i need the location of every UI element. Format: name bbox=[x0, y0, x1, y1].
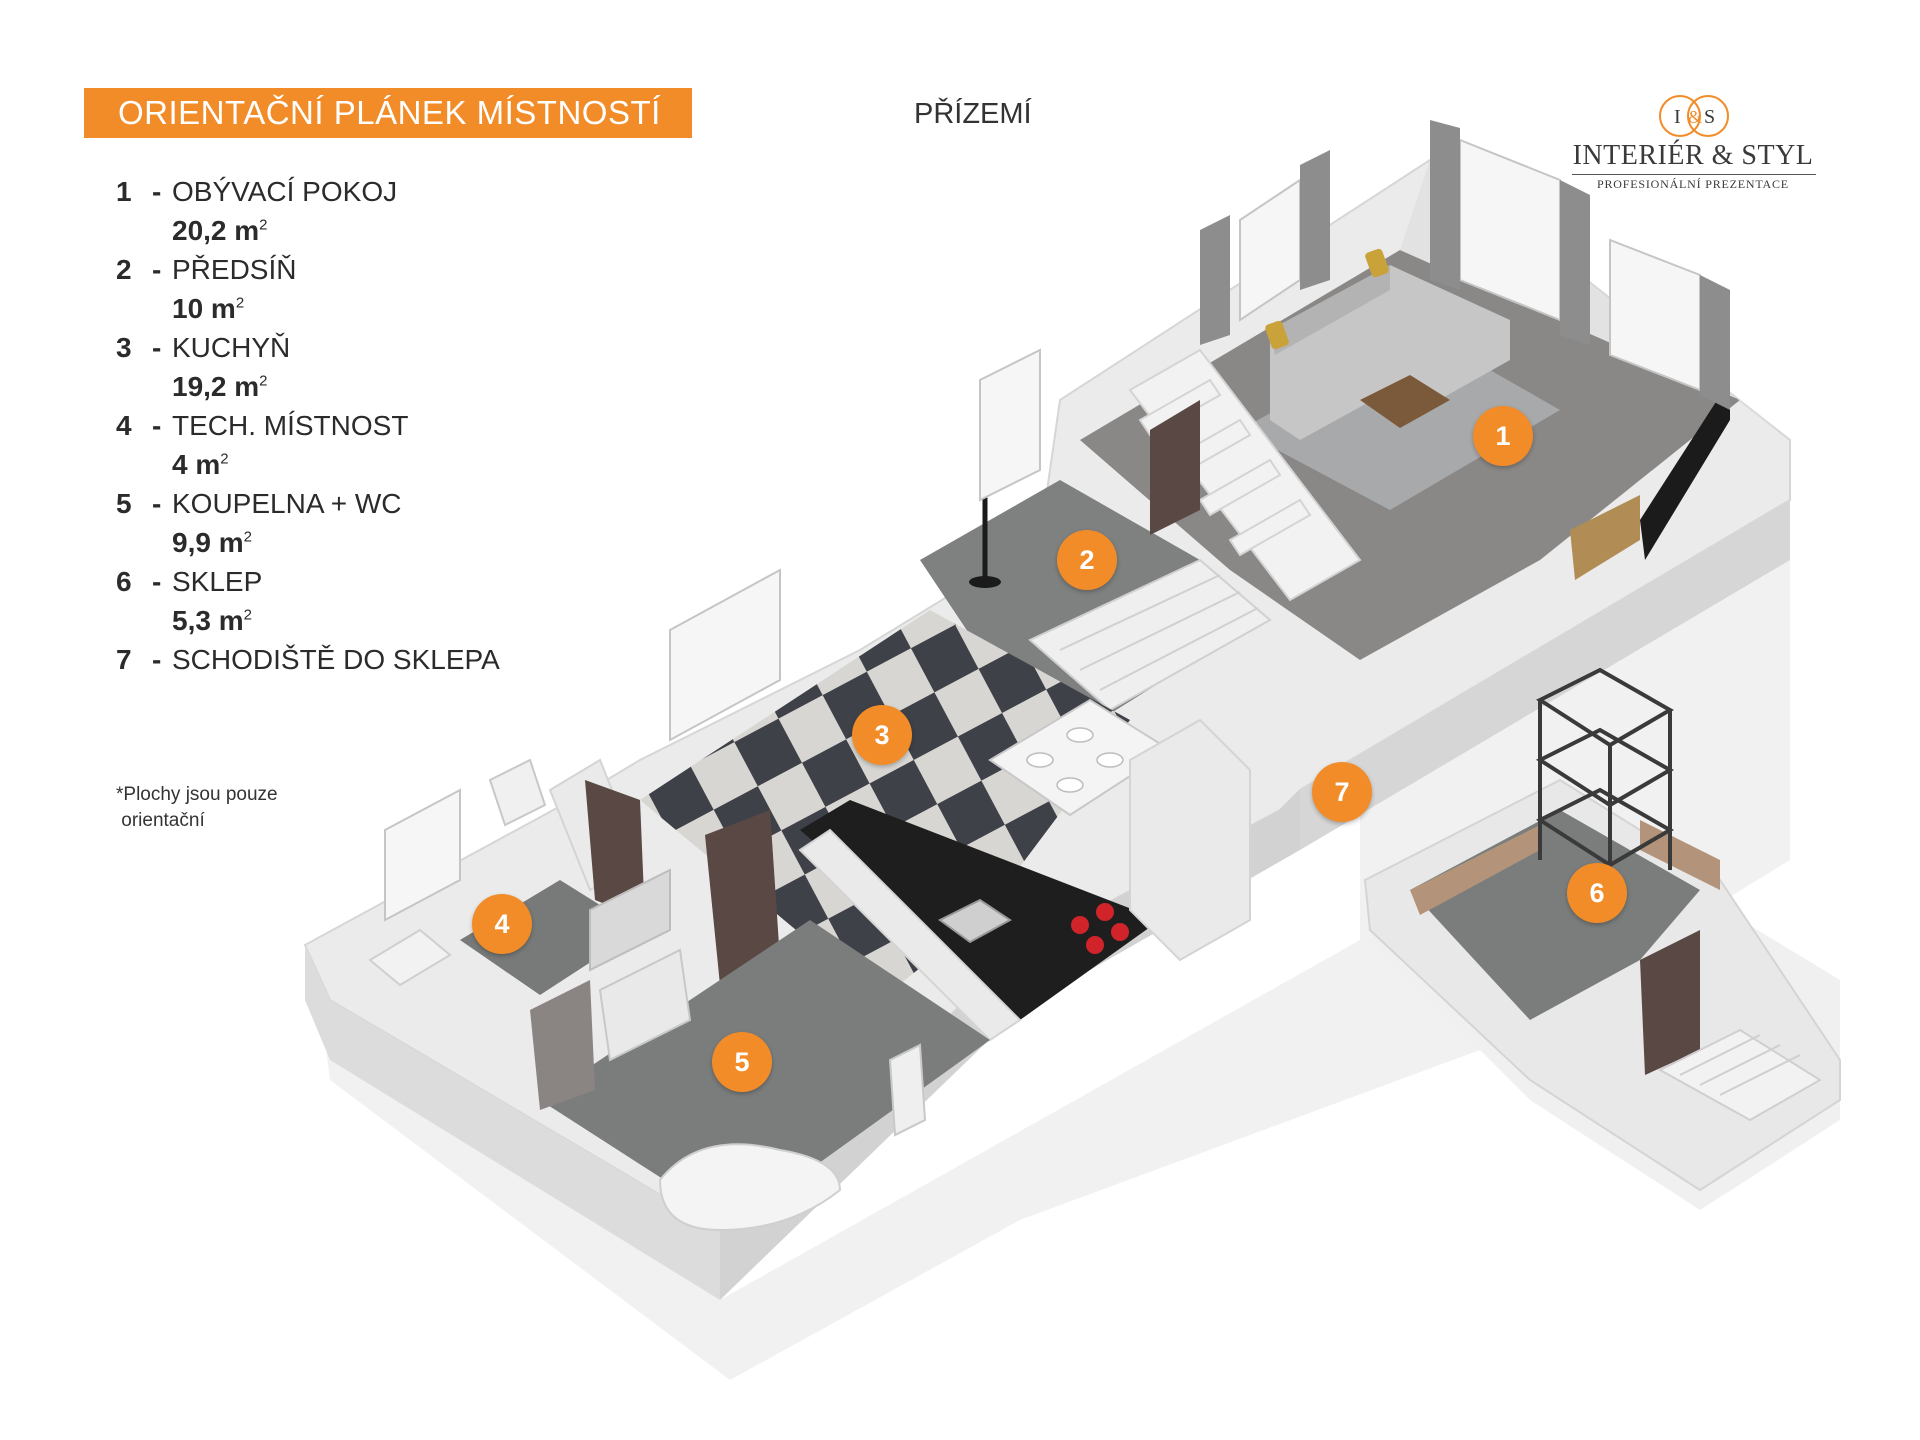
bathroom-vanity bbox=[598, 948, 692, 1062]
legend-item: 4 - TECH. MÍSTNOST 4 m2 bbox=[116, 410, 596, 488]
logo-divider bbox=[1572, 174, 1816, 175]
plates bbox=[1026, 727, 1124, 793]
legend-room-area: 19,2 m2 bbox=[172, 371, 268, 402]
legend-item: 6 - SKLEP 5,3 m2 bbox=[116, 566, 596, 644]
legend-number: 4 bbox=[116, 410, 132, 441]
legend-number: 2 bbox=[116, 254, 132, 285]
bathroom-cabinet bbox=[530, 980, 595, 1110]
cellar-door bbox=[1640, 930, 1700, 1075]
floor-label: PŘÍZEMÍ bbox=[914, 98, 1032, 130]
coffee-table bbox=[1360, 375, 1450, 428]
boiler bbox=[488, 758, 547, 827]
legend-dash: - bbox=[152, 488, 162, 519]
legend-dash: - bbox=[152, 332, 162, 363]
mirror bbox=[589, 868, 671, 972]
legend-room-area: 10 m2 bbox=[172, 293, 245, 324]
note-line-1: *Plochy jsou pouze bbox=[116, 784, 278, 805]
legend-room-area: 9,9 m2 bbox=[172, 527, 252, 558]
washing-area bbox=[368, 928, 452, 987]
legend-item: 1 - OBÝVACÍ POKOJ 20,2 m2 bbox=[116, 176, 596, 254]
legend-room-name: TECH. MÍSTNOST bbox=[172, 410, 409, 441]
note-line-2: orientační bbox=[116, 810, 205, 831]
wall-front-left bbox=[305, 945, 720, 1300]
bathtub bbox=[658, 1143, 842, 1232]
legend-room-name: SCHODIŠTĚ DO SKLEPA bbox=[172, 644, 500, 675]
interior-walls bbox=[548, 718, 1251, 1042]
sofa-cushion bbox=[1365, 248, 1389, 278]
legend-dash: - bbox=[152, 254, 162, 285]
room-legend: 1 - OBÝVACÍ POKOJ 20,2 m2 2 - PŘEDSÍŇ 10… bbox=[116, 176, 596, 722]
legend-number: 6 bbox=[116, 566, 132, 597]
legend-room-name: OBÝVACÍ POKOJ bbox=[172, 176, 398, 207]
tech-window bbox=[384, 788, 461, 922]
legend-dash: - bbox=[152, 566, 162, 597]
kitchen-floor bbox=[640, 610, 1130, 1000]
legend-item: 7 - SCHODIŠTĚ DO SKLEPA bbox=[116, 644, 596, 722]
monogram-icon: I & S bbox=[1659, 95, 1729, 137]
room-marker-7: 7 bbox=[1312, 762, 1372, 822]
door-tech-room bbox=[585, 780, 645, 920]
logo-name: INTERIÉR & STYL bbox=[1572, 140, 1814, 171]
legend-room-name: KUCHYŇ bbox=[172, 332, 291, 363]
legend-item: 3 - KUCHYŇ 19,2 m2 bbox=[116, 332, 596, 410]
brand-logo: I & S INTERIÉR & STYL PROFESIONÁLNÍ PREZ… bbox=[1568, 92, 1818, 192]
cooktop bbox=[1071, 903, 1129, 954]
legend-room-area: 5,3 m2 bbox=[172, 605, 252, 636]
legend-dash: - bbox=[152, 644, 162, 675]
room-marker-3: 3 bbox=[852, 705, 912, 765]
legend-number: 1 bbox=[116, 176, 132, 207]
room-marker-5: 5 bbox=[712, 1032, 772, 1092]
sink bbox=[938, 898, 1012, 944]
logo-monogram-left: I bbox=[1674, 106, 1681, 128]
legend-item: 5 - KOUPELNA + WC 9,9 m2 bbox=[116, 488, 596, 566]
room-marker-6: 6 bbox=[1567, 863, 1627, 923]
stairs-down bbox=[1028, 558, 1272, 712]
coat-rack-base bbox=[969, 576, 1001, 588]
legend-room-name: SKLEP bbox=[172, 566, 263, 597]
wall-front-living bbox=[1300, 500, 1790, 850]
room-marker-2: 2 bbox=[1057, 530, 1117, 590]
curtains bbox=[1200, 120, 1730, 410]
living-window bbox=[1239, 138, 1701, 392]
hallway-window bbox=[979, 348, 1041, 502]
door-bathroom bbox=[705, 810, 780, 985]
towel-radiator bbox=[888, 1043, 927, 1137]
room-marker-1: 1 bbox=[1473, 406, 1533, 466]
tv-stand bbox=[1570, 495, 1640, 580]
cellar-stairs bbox=[1657, 1028, 1822, 1122]
area-note: *Plochy jsou pouze orientační bbox=[116, 782, 278, 834]
legend-room-area: 20,2 m2 bbox=[172, 215, 268, 246]
legend-room-name: KOUPELNA + WC bbox=[172, 488, 402, 519]
legend-dash: - bbox=[152, 410, 162, 441]
cellar-brick-wall bbox=[1410, 825, 1540, 915]
legend-number: 5 bbox=[116, 488, 132, 519]
legend-number: 3 bbox=[116, 332, 132, 363]
plan-title-bar: ORIENTAČNÍ PLÁNEK MÍSTNOSTÍ bbox=[84, 88, 692, 138]
logo-monogram-right: S bbox=[1704, 106, 1715, 128]
plan-title: ORIENTAČNÍ PLÁNEK MÍSTNOSTÍ bbox=[118, 94, 661, 131]
room-marker-4: 4 bbox=[472, 894, 532, 954]
hallway-door bbox=[1150, 400, 1200, 535]
sofa-back bbox=[1270, 265, 1390, 355]
logo-tagline: PROFESIONÁLNÍ PREZENTACE bbox=[1597, 177, 1789, 191]
legend-number: 7 bbox=[116, 644, 132, 675]
legend-item: 2 - PŘEDSÍŇ 10 m2 bbox=[116, 254, 596, 332]
tv bbox=[1640, 380, 1730, 560]
logo-monogram-amp: & bbox=[1688, 107, 1702, 127]
legend-room-area: 4 m2 bbox=[172, 449, 229, 480]
legend-room-name: PŘEDSÍŇ bbox=[172, 254, 297, 285]
sofa-cushion bbox=[1265, 320, 1289, 350]
legend-dash: - bbox=[152, 176, 162, 207]
kitchen-window bbox=[669, 568, 781, 742]
